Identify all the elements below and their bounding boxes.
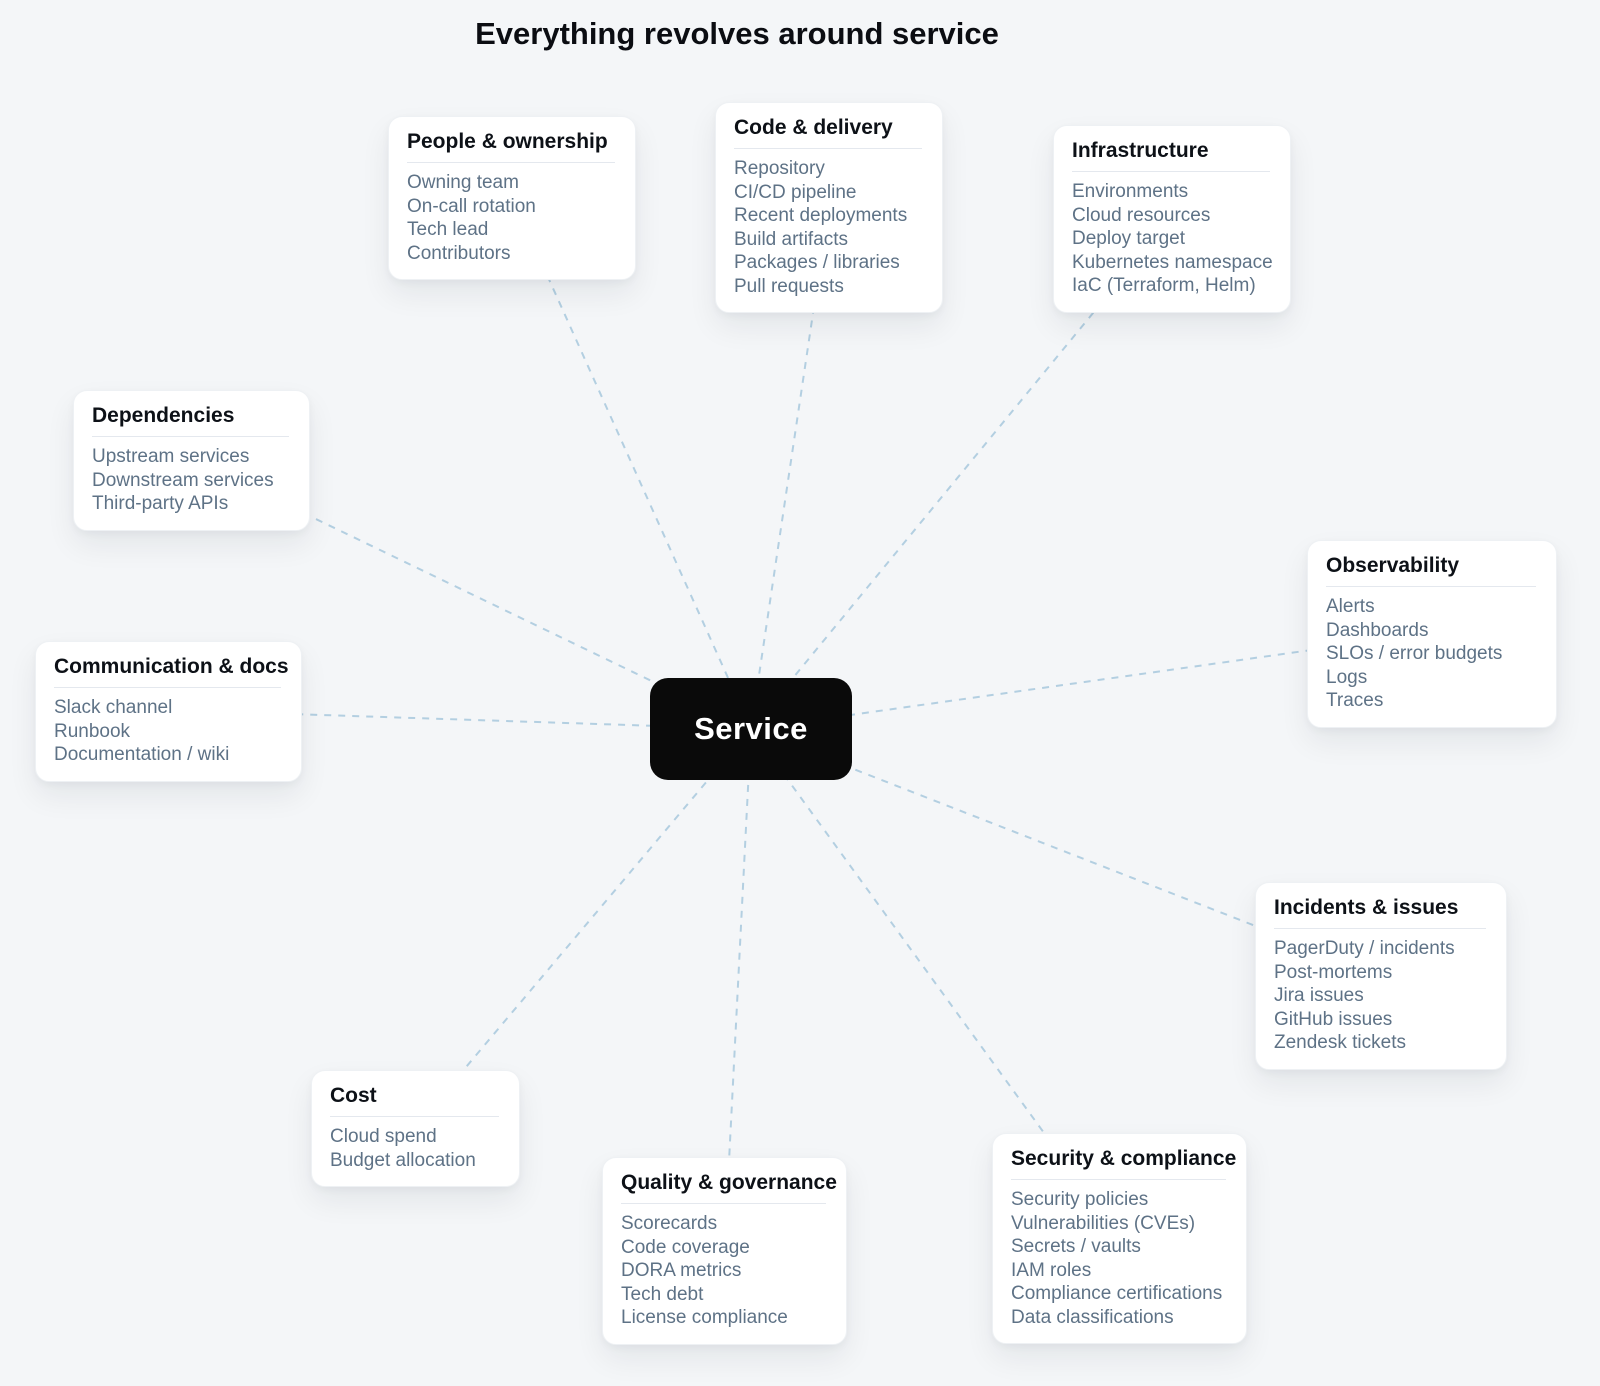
card-item: Contributors (407, 242, 511, 264)
card-item: Vulnerabilities (CVEs) (1011, 1212, 1196, 1234)
card-item: IAM roles (1011, 1259, 1092, 1281)
card-item: GitHub issues (1274, 1008, 1393, 1030)
card-item: Deploy target (1072, 228, 1186, 249)
card-title: Incidents & issues (1274, 896, 1459, 919)
card-item: Environments (1072, 181, 1189, 202)
card-item: Documentation / wiki (54, 744, 230, 765)
card-item: Budget allocation (330, 1149, 476, 1171)
card-item: On-call rotation (407, 195, 536, 217)
card-item: Logs (1326, 666, 1368, 688)
card-divider (54, 687, 281, 688)
card-item: Packages / libraries (734, 252, 900, 273)
card-item: Tech lead (407, 219, 489, 240)
card-item: Pull requests (734, 275, 844, 297)
card-divider (1274, 928, 1486, 929)
card-item: Tech debt (621, 1283, 704, 1305)
card-title: Cost (330, 1084, 377, 1107)
card-item: Post-mortems (1274, 961, 1393, 983)
card-item: Jira issues (1274, 985, 1364, 1006)
card-title: People & ownership (407, 130, 608, 153)
card-item: Code coverage (621, 1236, 750, 1258)
card-item: Kubernetes namespace (1072, 251, 1273, 273)
card-divider (1011, 1179, 1226, 1180)
card-item: IaC (Terraform, Helm) (1072, 275, 1256, 296)
card-item: Repository (734, 158, 825, 179)
card-item: Owning team (407, 172, 519, 193)
card-item: Compliance certifications (1011, 1283, 1223, 1304)
card-item: Runbook (54, 720, 131, 742)
card-divider (407, 162, 615, 163)
card-item: DORA metrics (621, 1260, 742, 1281)
card-item: Cloud spend (330, 1126, 437, 1147)
card-item: SLOs / error budgets (1326, 643, 1503, 664)
card-item: License compliance (621, 1307, 788, 1328)
card-title: Observability (1326, 554, 1460, 577)
card-title: Code & delivery (734, 116, 893, 139)
card-item: Alerts (1326, 596, 1375, 617)
connector-line-obs (750, 632, 1433, 730)
card-item: Dashboards (1326, 619, 1429, 641)
card-item: Build artifacts (734, 228, 849, 250)
card-divider (330, 1116, 499, 1117)
card-item: Secrets / vaults (1011, 1236, 1141, 1257)
card-item: Scorecards (621, 1213, 718, 1234)
card-title: Quality & governance (621, 1171, 837, 1194)
card-item: Downstream services (92, 469, 274, 491)
connector-line-cost (414, 728, 752, 1128)
card-title: Communication & docs (54, 655, 289, 678)
card-item: CI/CD pipeline (734, 181, 857, 203)
card-divider (1326, 586, 1536, 587)
card-title: Dependencies (92, 404, 235, 427)
service-center-label: Service (694, 711, 808, 746)
card-item: Recent deployments (734, 205, 908, 226)
service-center-node: Service (650, 678, 852, 780)
card-item: Slack channel (54, 697, 173, 718)
card-item: Cloud resources (1072, 204, 1211, 226)
card-incidents-issues: Incidents & issues PagerDuty / incidents… (1255, 882, 1507, 1070)
card-item: Traces (1326, 690, 1384, 711)
card-title: Security & compliance (1011, 1147, 1237, 1170)
card-item: Zendesk tickets (1274, 1032, 1406, 1053)
card-item: Security policies (1011, 1189, 1149, 1210)
card-item: Upstream services (92, 446, 250, 467)
card-item: PagerDuty / incidents (1274, 938, 1455, 959)
card-divider (734, 148, 922, 149)
card-title: Infrastructure (1072, 139, 1209, 162)
page-title: Everything revolves around service (475, 16, 999, 51)
card-item: Data classifications (1011, 1306, 1174, 1328)
card-divider (621, 1203, 826, 1204)
card-divider (1072, 171, 1270, 172)
card-divider (92, 436, 289, 437)
card-item: Third-party APIs (92, 493, 229, 514)
